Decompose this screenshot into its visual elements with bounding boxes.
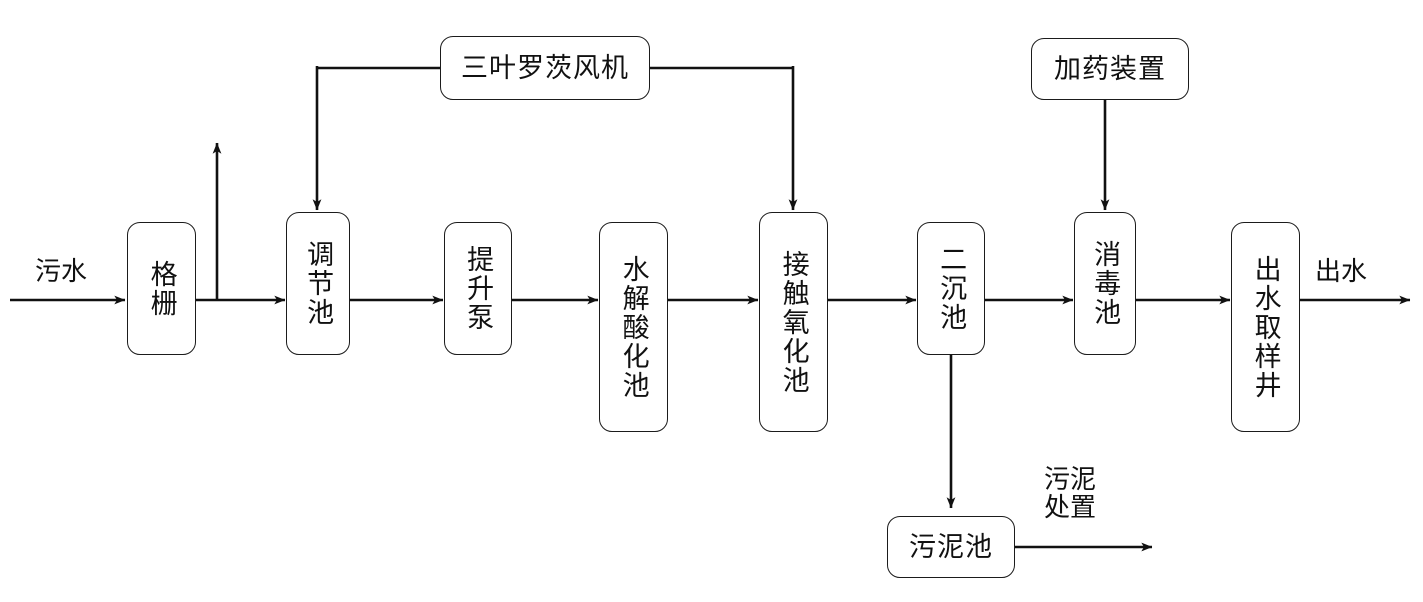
node-grating[interactable]: 格栅 [127,222,196,355]
label-influent: 污水 [34,257,87,286]
node-disinfection-tank[interactable]: 消毒池 [1074,212,1136,355]
node-roots-blower[interactable]: 三叶罗茨风机 [440,36,650,100]
node-effluent-sampling-well[interactable]: 出水取样井 [1231,222,1300,432]
node-dosing-device-label: 加药装置 [1054,53,1166,84]
label-sludge-disposal: 污泥 处置 [1043,465,1096,523]
node-contact-oxidation-tank-label: 接触氧化池 [778,249,809,395]
node-secondary-settling-tank[interactable]: 二沉池 [917,222,985,355]
node-lift-pump[interactable]: 提升泵 [444,222,512,355]
node-regulating-tank[interactable]: 调节池 [286,212,350,355]
node-hydrolysis-acidification-tank-label: 水解酸化池 [618,254,649,400]
label-effluent: 出水 [1314,257,1367,286]
node-hydrolysis-acidification-tank[interactable]: 水解酸化池 [599,222,668,432]
node-sludge-tank[interactable]: 污泥池 [887,516,1015,578]
node-sludge-tank-label: 污泥池 [909,531,993,562]
node-regulating-tank-label: 调节池 [303,240,334,327]
node-dosing-device[interactable]: 加药装置 [1031,38,1189,100]
node-lift-pump-label: 提升泵 [463,245,494,332]
node-secondary-settling-tank-label: 二沉池 [936,245,967,332]
node-roots-blower-label: 三叶罗茨风机 [461,52,629,83]
node-disinfection-tank-label: 消毒池 [1090,240,1121,327]
node-grating-label: 格栅 [146,259,177,318]
node-contact-oxidation-tank[interactable]: 接触氧化池 [759,212,828,432]
node-effluent-sampling-well-label: 出水取样井 [1250,254,1281,400]
